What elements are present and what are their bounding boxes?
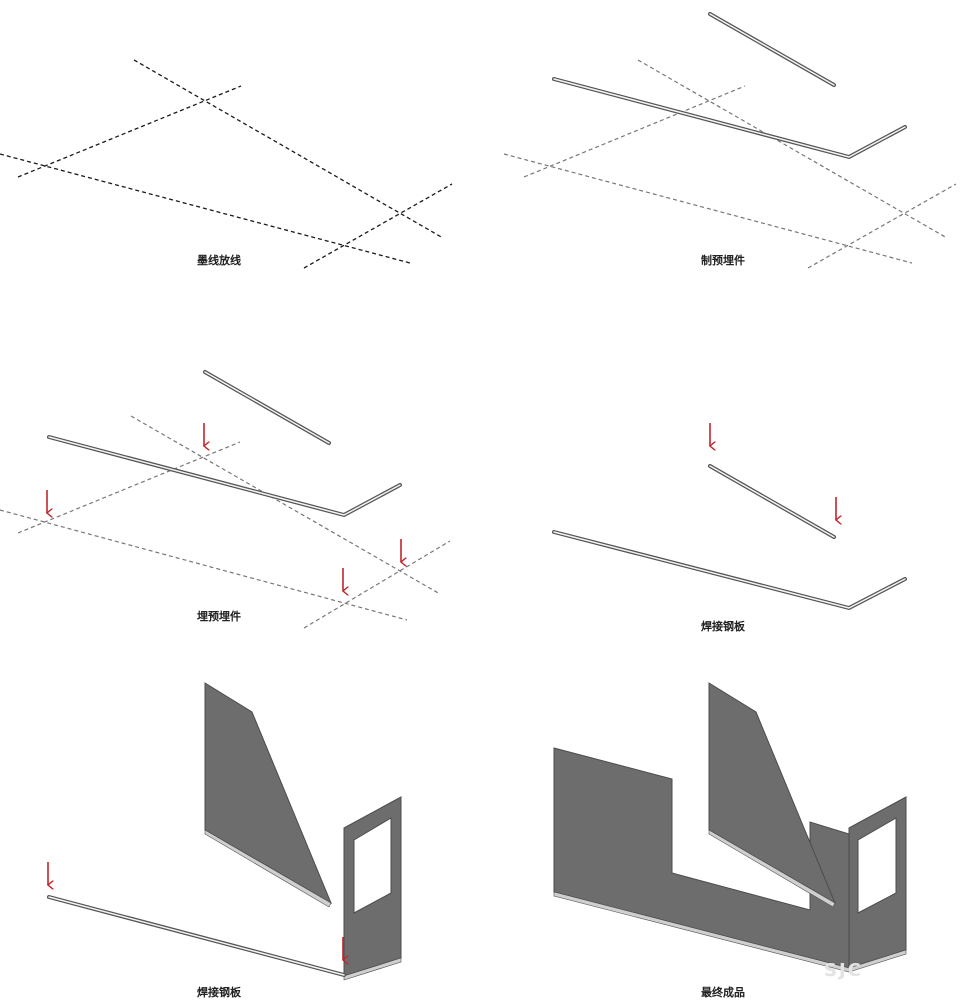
steel-plates: [204, 682, 402, 981]
chalk-line-c: [0, 509, 408, 621]
watermark-text: SJC: [824, 960, 863, 981]
steel-bar-long-face: [48, 436, 401, 516]
triangular-plate-edge: [708, 829, 836, 908]
steel-bar-long-face: [553, 78, 906, 158]
steel-bar-base-face: [48, 896, 345, 976]
step-3-caption: 埋预埋件: [197, 609, 241, 623]
placement-arrows: [47, 423, 401, 591]
step-6-caption: 最终成品: [701, 985, 745, 999]
embedded-steel-parts: [552, 464, 907, 610]
final-structure: [553, 682, 907, 973]
chalk-line-c: [0, 153, 411, 264]
embedded-steel-parts: [47, 895, 346, 977]
chalk-line-d: [303, 540, 451, 629]
steel-bar-long-face: [553, 531, 906, 609]
steel-bar-long: [47, 435, 402, 517]
step-2-caption: 制预埋件: [701, 253, 745, 267]
step-4-caption: 焊接钢板: [701, 619, 746, 633]
step-5-panel: 焊接钢板: [47, 682, 402, 999]
step-4-panel: 焊接钢板: [552, 423, 907, 633]
window-plate-edge: [343, 957, 402, 981]
chalk-line-b: [17, 441, 241, 534]
chalk-lines: [503, 59, 957, 269]
step-1-panel: 墨线放线: [0, 59, 453, 269]
step-6-panel: 最终成品: [553, 682, 907, 999]
step-3-panel: 埋预埋件: [0, 370, 451, 629]
triangular-plate-edge: [204, 829, 332, 908]
embedded-steel-parts: [47, 370, 402, 517]
embedded-steel-parts: [552, 12, 907, 159]
chalk-line-d: [303, 183, 453, 269]
steel-bar-short-face: [204, 371, 330, 444]
step-2-panel: 制预埋件: [503, 12, 957, 269]
chalk-line-a: [637, 59, 948, 239]
step-5-caption: 焊接钢板: [197, 985, 242, 999]
step-1-caption: 墨线放线: [197, 253, 241, 267]
placement-arrows: [710, 423, 836, 520]
chalk-line-b: [523, 85, 746, 178]
placement-arrows: [48, 862, 343, 960]
chalk-line-a: [130, 415, 441, 595]
steel-bar-short-face: [709, 465, 835, 538]
steel-bar-short-face: [709, 13, 835, 86]
window-opening: [857, 817, 897, 914]
window-plate-edge: [848, 949, 907, 973]
chalk-lines: [0, 415, 451, 629]
chalk-line-d: [807, 183, 957, 269]
chalk-line-a: [133, 59, 444, 239]
chalk-line-c: [503, 153, 913, 264]
steel-bar-long: [552, 530, 907, 610]
chalk-line-b: [17, 85, 242, 178]
steel-bar-long: [552, 77, 907, 159]
window-opening: [353, 817, 392, 914]
chalk-lines: [0, 59, 453, 269]
